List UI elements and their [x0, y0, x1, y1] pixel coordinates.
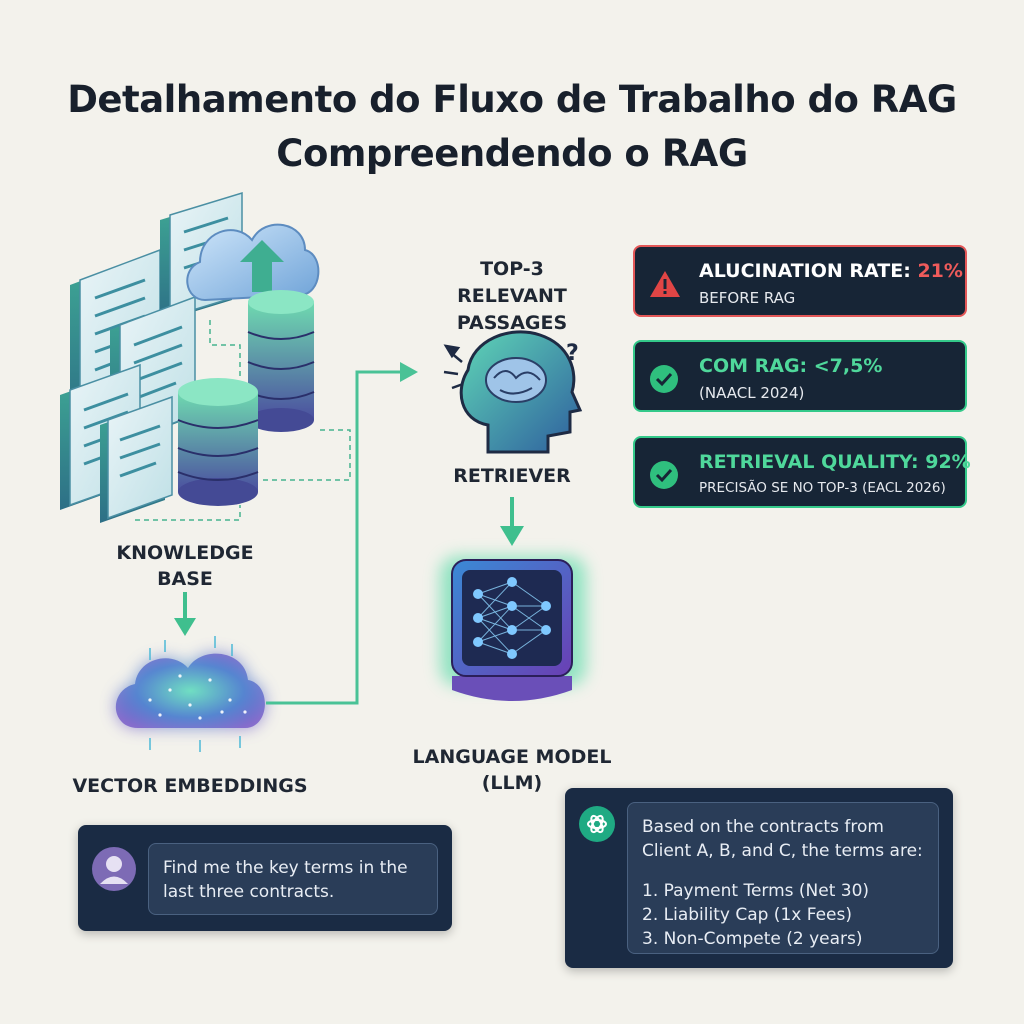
assistant-message-panel: Based on the contracts from Client A, B,… [565, 788, 953, 968]
llm-label: LANGUAGE MODEL (LLM) [412, 746, 612, 794]
hallucination-rate-card: ALUCINATION RATE: 21% BEFORE RAG [633, 245, 967, 317]
vector-embeddings-label: VECTOR EMBEDDINGS [72, 775, 308, 797]
retriever-label: RETRIEVER [453, 465, 571, 487]
check-icon [650, 365, 678, 393]
knowledge-base-label: KNOWLEDGE BASE [116, 542, 254, 590]
list-item: 3. Non-Compete (2 years) [642, 929, 863, 949]
vector-embeddings-cloud-icon [115, 636, 265, 752]
metric-subtitle: (NAACL 2024) [699, 384, 805, 402]
top3-passages-label: TOP-3 RELEVANT PASSAGES [456, 258, 568, 334]
user-message-bubble: Find me the key terms in the last three … [148, 843, 438, 915]
metric-title: ALUCINATION RATE: 21% [699, 260, 963, 282]
neural-network-chip-icon [440, 556, 586, 701]
svg-text:?: ? [566, 341, 579, 366]
user-avatar-icon [92, 847, 136, 891]
database-icon [247, 290, 315, 432]
arrow-down-icon [500, 497, 524, 546]
metric-title: RETRIEVAL QUALITY: 92% [699, 451, 971, 473]
check-icon [650, 461, 678, 489]
list-item: 2. Liability Cap (1x Fees) [642, 905, 852, 925]
user-message-panel: Find me the key terms in the last three … [78, 825, 452, 931]
assistant-logo-icon [579, 806, 615, 842]
arrow-down-icon [174, 592, 196, 636]
list-item: 1. Payment Terms (Net 30) [642, 881, 870, 901]
metric-title: COM RAG: <7,5% [699, 355, 883, 377]
knowledge-base-illustration [60, 191, 351, 523]
assistant-message-bubble: Based on the contracts from Client A, B,… [627, 802, 939, 954]
database-icon [177, 378, 259, 506]
warning-icon [650, 271, 680, 297]
metric-subtitle: BEFORE RAG [699, 289, 796, 307]
page-subtitle: Compreendendo o RAG [276, 132, 748, 175]
cloud-upload-icon [186, 223, 320, 302]
retrieval-quality-card: RETRIEVAL QUALITY: 92% PRECISÃO SE NO TO… [633, 436, 971, 508]
rag-hallucination-card: COM RAG: <7,5% (NAACL 2024) [633, 340, 967, 412]
flow-arrow-icon [266, 362, 418, 705]
document-stack-icon [100, 395, 173, 523]
page-title: Detalhamento do Fluxo de Trabalho do RAG [67, 78, 957, 121]
retriever-brain-icon: ? [443, 330, 583, 454]
metric-subtitle: PRECISÃO SE NO TOP-3 (EACL 2026) [699, 480, 946, 496]
